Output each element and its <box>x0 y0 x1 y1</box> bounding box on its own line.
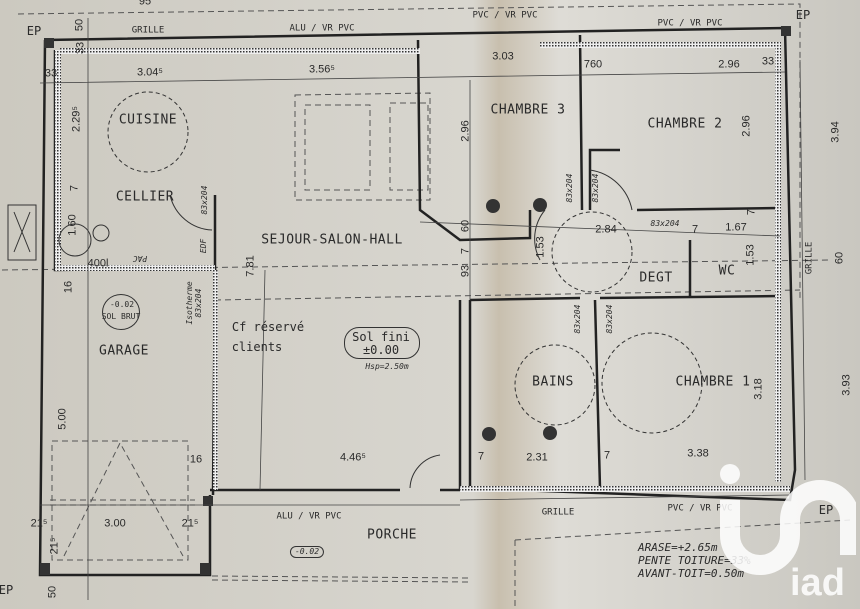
isotherme-label: Isotherme <box>185 281 194 325</box>
dimension: 3.56⁵ <box>309 63 335 76</box>
dimension: 33 <box>74 41 87 55</box>
dimension: 33 <box>44 67 58 80</box>
arase-note: ARASE=+2.65m <box>638 541 718 554</box>
room-chambre-2: CHAMBRE 2 <box>647 116 723 132</box>
room-chambre-3: CHAMBRE 3 <box>490 102 566 118</box>
room-garage: GARAGE <box>99 343 149 359</box>
dimension: 2.96 <box>459 120 472 142</box>
dimension: 2.31 <box>526 451 548 464</box>
pac-label: PAC <box>132 254 148 263</box>
sol-fini-label: Sol fini <box>352 330 410 344</box>
room-sejour: SEJOUR-SALON-HALL <box>261 232 403 248</box>
avant-toit-note: AVANT-TOIT=0.50m <box>638 567 744 580</box>
dimension: 2.96 <box>740 115 753 137</box>
opening-alu-bottom: ALU / VR PVC <box>276 511 342 522</box>
dimension: 7 <box>603 449 611 462</box>
room-cuisine: CUISINE <box>118 112 178 128</box>
dimension: 2.29⁵ <box>70 106 83 132</box>
opening-grille-top: GRILLE <box>131 25 165 36</box>
dimension: 3.04⁵ <box>137 66 163 79</box>
dimension: 2.96 <box>718 58 740 71</box>
door-size: 83x204 <box>573 304 582 334</box>
dimension: 3.93 <box>840 374 853 396</box>
ep-marker: EP <box>795 8 811 22</box>
cf-reserve-label: Cf réservé <box>231 320 305 334</box>
dimension: 3.18 <box>752 378 765 400</box>
dimension: 7 <box>459 247 472 255</box>
dimension: 1.53 <box>534 236 547 258</box>
dimension: 21⁵ <box>181 517 199 530</box>
room-degt: DEGT <box>639 270 673 286</box>
dimension: 760 <box>583 58 603 71</box>
dimension: 7 <box>68 184 81 192</box>
room-porche: PORCHE <box>367 527 417 543</box>
sol-brut-level: -0.02 <box>109 300 135 309</box>
sol-fini-level: ±0.00 <box>362 343 400 357</box>
opening-grille-right: GRILLE <box>804 241 815 275</box>
opening-grille-bottom: GRILLE <box>541 507 575 518</box>
dimension: 3.94 <box>829 121 842 143</box>
dimension: 95 <box>138 0 152 8</box>
room-chambre-1: CHAMBRE 1 <box>675 374 751 390</box>
dimension: 1.53 <box>744 244 757 266</box>
dimension: 21⁵ <box>30 517 48 530</box>
dimension: 3.38 <box>687 447 709 460</box>
ep-marker: EP <box>0 583 14 597</box>
room-cellier: CELLIER <box>115 189 175 205</box>
hsp-label: Hsp=2.50m <box>365 362 409 371</box>
ep-marker: EP <box>818 503 834 517</box>
dimension: 93 <box>459 264 472 278</box>
dimension: 60 <box>833 251 846 265</box>
clients-label: clients <box>231 340 283 354</box>
porche-level: -0.02 <box>289 546 325 558</box>
dimension: 3.03 <box>492 50 514 63</box>
door-size: 83x204 <box>605 304 614 334</box>
dimension: 7 <box>691 223 699 236</box>
dimension: 21⁵ <box>48 537 61 555</box>
iad-watermark: iad <box>790 562 845 604</box>
opening-alu-top: ALU / VR PVC <box>289 23 355 34</box>
dimension: 5.00 <box>56 408 69 430</box>
door-size: 83x204 <box>200 185 209 215</box>
door-size: 83x204 <box>591 173 600 203</box>
dimension: 400l <box>87 257 109 270</box>
dimension: 50 <box>73 18 86 32</box>
dimension: 4.46⁵ <box>340 451 366 464</box>
roof-notes: ARASE=+2.65m PENTE TOITURE=33% AVANT-TOI… <box>638 541 751 580</box>
opening-pvc-top-2: PVC / VR PVC <box>657 18 723 29</box>
sol-brut-badge <box>102 294 140 330</box>
dimension: 3.00 <box>104 517 126 530</box>
door-size: 83x204 <box>565 173 574 203</box>
dimension: 2.84 <box>595 223 617 236</box>
iad-logo-icon <box>720 464 856 575</box>
dimension: 16 <box>189 453 203 466</box>
dimension: 1.67 <box>725 221 747 234</box>
edf-label: EDF <box>199 238 208 254</box>
sol-fini-badge <box>344 327 420 359</box>
dimension: 50 <box>46 585 59 599</box>
dimension: 16 <box>62 280 75 294</box>
dimension: 33 <box>761 55 775 68</box>
dimension: 60 <box>459 219 472 233</box>
opening-pvc-top-1: PVC / VR PVC <box>472 10 538 21</box>
opening-pvc-bottom: PVC / VR PVC <box>667 503 733 514</box>
room-bains: BAINS <box>532 374 574 390</box>
dimension: 7 <box>745 208 758 216</box>
dimension: 7 <box>477 450 485 463</box>
sol-brut-label: SOL BRUT <box>101 312 141 321</box>
door-size: 83x204 <box>650 219 680 228</box>
dimension: 1.60 <box>66 214 79 236</box>
door-size: 83x204 <box>194 288 203 318</box>
pente-note: PENTE TOITURE=33% <box>638 554 751 567</box>
dimension: 7.81 <box>244 255 257 277</box>
room-wc: WC <box>718 263 736 279</box>
ep-marker: EP <box>26 24 42 38</box>
